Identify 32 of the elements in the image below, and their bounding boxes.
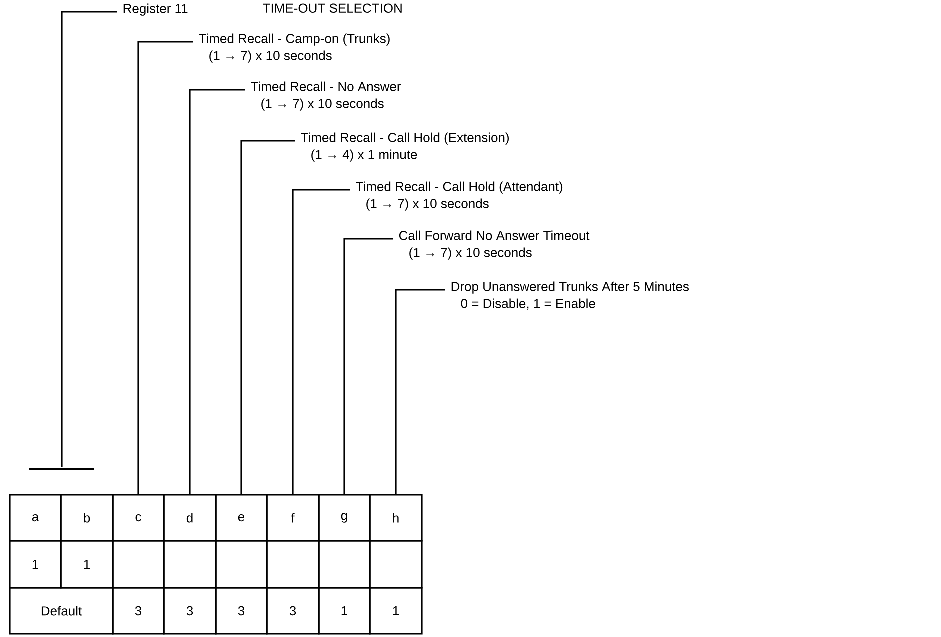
table-cell: c — [112, 494, 165, 542]
description-text: Timed Recall - Call Hold (Attendant) (1 → 7) x 10 seconds — [356, 182, 563, 211]
table-cell: 3 — [112, 587, 165, 635]
description-text: Register 11 — [124, 4, 188, 16]
leader-line — [240, 140, 295, 494]
heading: TIME-OUT SELECTION — [263, 4, 402, 13]
table-cell: 1 — [60, 540, 114, 589]
table-cell: a — [9, 494, 62, 542]
table-cell: 3 — [163, 587, 217, 635]
table-cell: 1 — [9, 540, 62, 589]
table-cell: e — [215, 494, 268, 542]
table-cell: 3 — [215, 587, 268, 635]
table-cell: 1 — [318, 587, 371, 635]
leader-line — [292, 189, 350, 494]
description-text: Timed Recall - Call Hold (Extension) (1 → 4) x 1 minute — [301, 132, 509, 162]
table-cell: f — [266, 494, 320, 542]
description-text: Timed Recall - No Answer (1 → 7) x 10 seconds — [251, 82, 402, 111]
table-cell: d — [163, 494, 217, 542]
table-cell: b — [60, 494, 114, 542]
leader-line — [138, 41, 193, 494]
leader-line — [344, 238, 393, 494]
table-cell: Default — [9, 587, 114, 635]
description-text: Timed Recall - Camp-on (Trunks) (1 → 7) x 10 seconds — [199, 34, 390, 63]
table-cell: 3 — [266, 587, 320, 635]
leader-line — [189, 89, 245, 494]
table-cell: 1 — [369, 587, 423, 635]
description-text: Call Forward No Answer Timeout (1 → 7) x 10 seconds — [399, 230, 590, 260]
leader-line — [61, 11, 117, 468]
leader-line — [395, 289, 445, 494]
table-cell: h — [369, 494, 423, 542]
description-text: Drop Unanswered Trunks After 5 Minutes 0 = Disable, 1 = Enable — [452, 282, 689, 310]
table-cell: g — [318, 494, 371, 542]
